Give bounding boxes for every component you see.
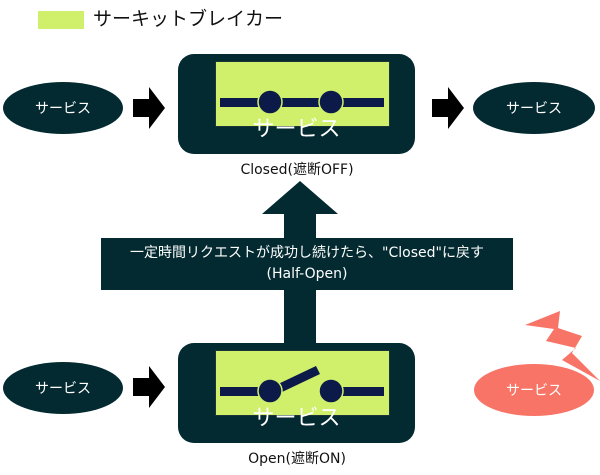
lightning-bolt-icon bbox=[525, 311, 600, 381]
failed-service-label: サービス bbox=[506, 383, 562, 399]
open-breaker-title: サービス bbox=[252, 406, 341, 431]
transition-line2: (Half-Open) bbox=[266, 266, 348, 282]
closed-breaker-panel bbox=[215, 61, 390, 127]
closed-switch-icon bbox=[220, 89, 384, 115]
open-state-label: Open(遮断ON) bbox=[248, 451, 346, 467]
closed-state-label: Closed(遮断OFF) bbox=[240, 162, 354, 178]
half-open-transition-box: 一定時間リクエストが成功し続けたら、"Closed"に戻す (Half-Open… bbox=[101, 238, 513, 290]
closed-breaker-title: サービス bbox=[252, 117, 341, 142]
open-switch-icon bbox=[220, 366, 384, 404]
closed-circuit-breaker: サービス bbox=[178, 54, 415, 154]
arrow-right-icon bbox=[133, 366, 165, 408]
closed-right-service-label: サービス bbox=[506, 101, 562, 117]
open-circuit-breaker: サービス bbox=[178, 343, 415, 443]
arrow-right-icon bbox=[133, 87, 165, 129]
legend-label: サーキットブレイカー bbox=[93, 8, 284, 30]
arrow-right-icon bbox=[432, 87, 464, 129]
closed-right-service: サービス bbox=[473, 82, 595, 134]
transition-line1: 一定時間リクエストが成功し続けたら、"Closed"に戻す bbox=[130, 245, 484, 261]
open-breaker-panel bbox=[215, 350, 390, 416]
closed-left-service-label: サービス bbox=[35, 101, 91, 117]
failed-service: サービス bbox=[474, 364, 594, 416]
open-left-service: サービス bbox=[3, 362, 123, 414]
legend-swatch bbox=[38, 11, 84, 29]
closed-left-service: サービス bbox=[3, 82, 123, 134]
open-left-service-label: サービス bbox=[35, 381, 91, 397]
